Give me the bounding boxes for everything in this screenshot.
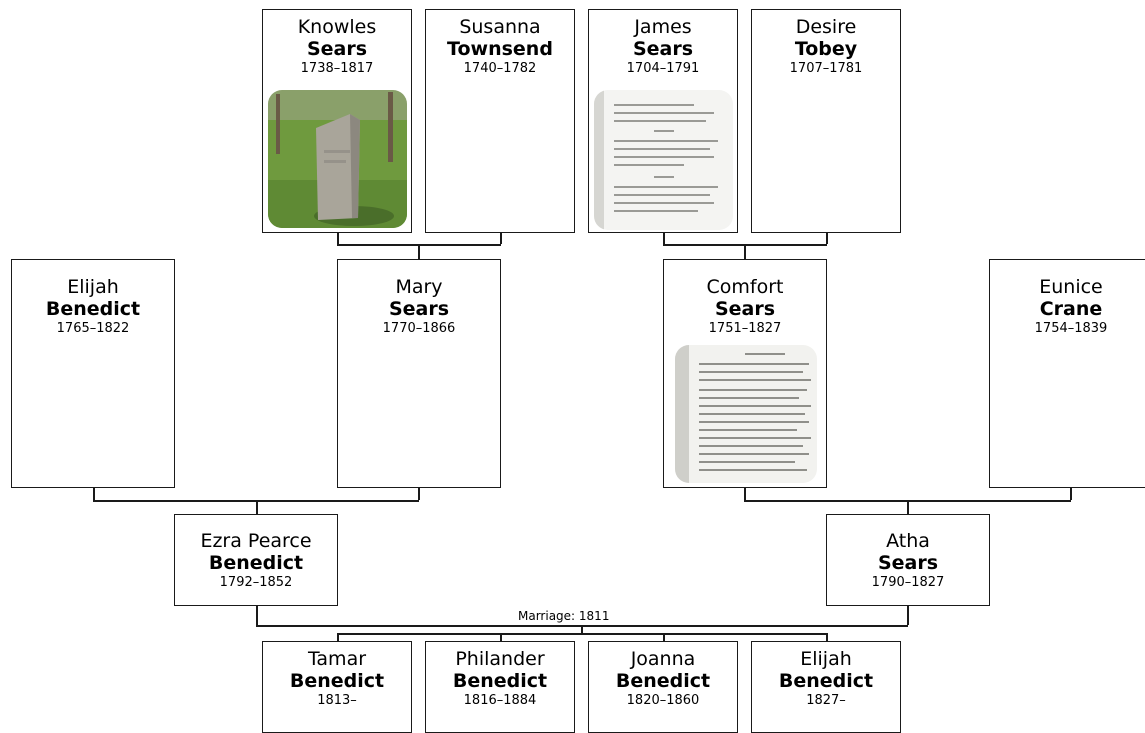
person-card-ezra-pearce-benedict[interactable]: Ezra Pearce Benedict 1792–1852 bbox=[174, 514, 338, 606]
person-card-joanna-benedict[interactable]: Joanna Benedict 1820–1860 bbox=[588, 641, 738, 733]
surname: Benedict bbox=[208, 552, 304, 574]
connector bbox=[907, 500, 909, 514]
connector bbox=[337, 232, 339, 244]
life-dates: 1816–1884 bbox=[463, 693, 537, 708]
person-card-susanna-townsend[interactable]: Susanna Townsend 1740–1782 bbox=[425, 9, 575, 233]
document-scan[interactable] bbox=[675, 345, 817, 483]
connector bbox=[663, 232, 665, 244]
life-dates: 1770–1866 bbox=[382, 321, 456, 336]
connector bbox=[500, 232, 502, 244]
given-name: Tamar bbox=[307, 648, 367, 670]
surname: Sears bbox=[632, 38, 694, 60]
life-dates: 1765–1822 bbox=[56, 321, 130, 336]
given-name: Eunice bbox=[1039, 276, 1103, 298]
connector bbox=[500, 633, 502, 641]
person-card-elijah-benedict-jr[interactable]: Elijah Benedict 1827– bbox=[751, 641, 901, 733]
surname: Benedict bbox=[452, 670, 548, 692]
person-card-desire-tobey[interactable]: Desire Tobey 1707–1781 bbox=[751, 9, 901, 233]
surname: Benedict bbox=[615, 670, 711, 692]
life-dates: 1707–1781 bbox=[789, 61, 863, 76]
given-name: Elijah bbox=[67, 276, 119, 298]
person-card-elijah-benedict-sr[interactable]: Elijah Benedict 1765–1822 bbox=[11, 259, 175, 488]
connector bbox=[256, 605, 258, 625]
life-dates: 1820–1860 bbox=[626, 693, 700, 708]
connector bbox=[418, 487, 420, 500]
connector bbox=[337, 633, 827, 635]
connector bbox=[826, 633, 828, 641]
person-card-eunice-crane[interactable]: Eunice Crane 1754–1839 bbox=[989, 259, 1145, 488]
given-name: Mary bbox=[395, 276, 443, 298]
connector bbox=[1070, 487, 1072, 500]
connector bbox=[744, 487, 746, 500]
connector bbox=[907, 605, 909, 625]
connector bbox=[93, 487, 95, 500]
person-card-atha-sears[interactable]: Atha Sears 1790–1827 bbox=[826, 514, 990, 606]
given-name: Joanna bbox=[630, 648, 696, 670]
given-name: Elijah bbox=[800, 648, 852, 670]
life-dates: 1813– bbox=[317, 693, 357, 708]
surname: Sears bbox=[877, 552, 939, 574]
document-scan[interactable] bbox=[594, 90, 733, 230]
person-card-comfort-sears[interactable]: Comfort Sears 1751–1827 bbox=[663, 259, 827, 488]
surname: Sears bbox=[306, 38, 368, 60]
given-name: Comfort bbox=[706, 276, 784, 298]
surname: Sears bbox=[714, 298, 776, 320]
given-name: Philander bbox=[455, 648, 545, 670]
life-dates: 1827– bbox=[806, 693, 846, 708]
surname: Tobey bbox=[794, 38, 858, 60]
gravestone-photo[interactable] bbox=[268, 90, 407, 228]
person-card-mary-sears[interactable]: Mary Sears 1770–1866 bbox=[337, 259, 501, 488]
surname: Benedict bbox=[45, 298, 141, 320]
given-name: Susanna bbox=[459, 16, 541, 38]
life-dates: 1792–1852 bbox=[219, 575, 293, 590]
connector bbox=[581, 625, 583, 633]
given-name: James bbox=[634, 16, 692, 38]
surname: Benedict bbox=[778, 670, 874, 692]
life-dates: 1740–1782 bbox=[463, 61, 537, 76]
connector bbox=[826, 232, 828, 244]
life-dates: 1754–1839 bbox=[1034, 321, 1108, 336]
person-card-james-sears[interactable]: James Sears 1704–1791 bbox=[588, 9, 738, 233]
life-dates: 1790–1827 bbox=[871, 575, 945, 590]
connector bbox=[256, 500, 258, 514]
given-name: Ezra Pearce bbox=[200, 530, 312, 552]
surname: Townsend bbox=[447, 38, 553, 60]
connector bbox=[337, 633, 339, 641]
person-card-philander-benedict[interactable]: Philander Benedict 1816–1884 bbox=[425, 641, 575, 733]
life-dates: 1751–1827 bbox=[708, 321, 782, 336]
person-card-knowles-sears[interactable]: Knowles Sears 1738–1817 bbox=[262, 9, 412, 233]
given-name: Atha bbox=[886, 530, 930, 552]
life-dates: 1704–1791 bbox=[626, 61, 700, 76]
given-name: Desire bbox=[795, 16, 857, 38]
person-card-tamar-benedict[interactable]: Tamar Benedict 1813– bbox=[262, 641, 412, 733]
given-name: Knowles bbox=[297, 16, 377, 38]
marriage-label: Marriage: 1811 bbox=[516, 609, 612, 623]
connector bbox=[744, 244, 746, 259]
surname: Crane bbox=[1039, 298, 1103, 320]
surname: Sears bbox=[388, 298, 450, 320]
connector bbox=[663, 633, 665, 641]
surname: Benedict bbox=[289, 670, 385, 692]
connector bbox=[418, 244, 420, 259]
life-dates: 1738–1817 bbox=[300, 61, 374, 76]
